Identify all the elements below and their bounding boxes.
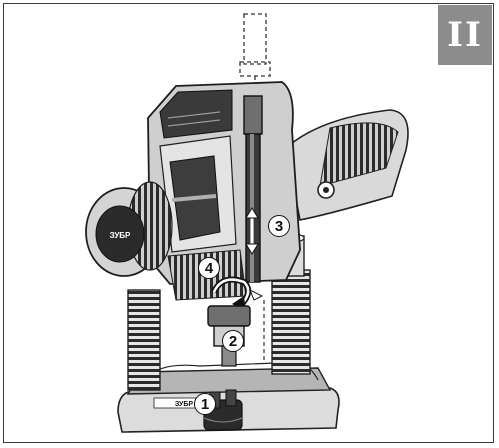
knob-brand-logo: ЗУБР (110, 231, 131, 240)
right-column-bellows (271, 269, 311, 375)
side-knob: ЗУБР (85, 181, 173, 277)
callout-2: 2 (222, 330, 244, 352)
motor-housing (147, 81, 301, 301)
callout-1: 1 (194, 393, 216, 415)
section-badge: II (438, 5, 492, 65)
router-handle (285, 109, 409, 221)
up-down-arrow-icon (245, 207, 259, 255)
base-brand-logo: ЗУБР (175, 401, 194, 408)
left-column-bellows (127, 289, 161, 391)
callout-4: 4 (198, 257, 220, 279)
callout-3: 3 (268, 215, 290, 237)
spindle-column (243, 95, 263, 283)
